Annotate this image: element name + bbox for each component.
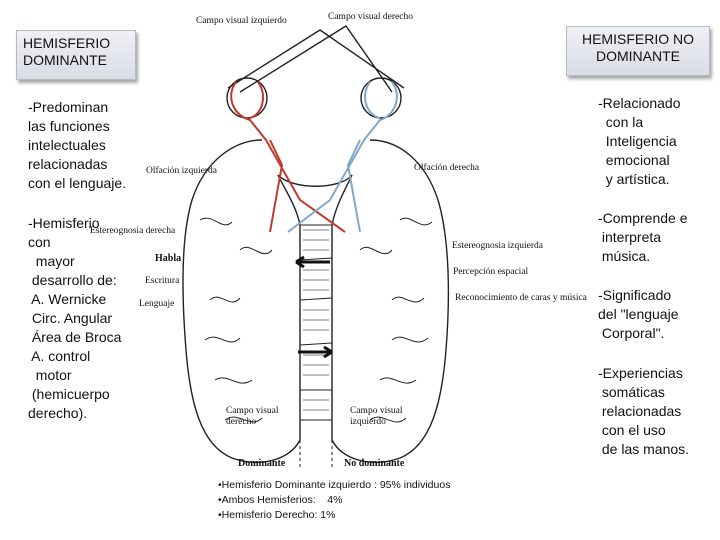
right-text-body-language: -Significado del "lenguaje Corporal". <box>598 287 679 341</box>
label-right-visual-field-bottom: Campo visual derecho <box>226 406 279 427</box>
right-text-emotional: -Relacionado con la Inteligencia emocion… <box>598 95 681 187</box>
stat-right-dominant: •Hemisferio Derecho: 1% <box>218 509 336 521</box>
label-left-visual-field-bottom: Campo visual izquierdo <box>350 406 403 427</box>
arrow-left-icon <box>295 255 330 269</box>
left-text-functions: -Predominan las funciones intelectuales … <box>28 99 127 191</box>
label-right-olfaction: Olfación derecha <box>414 163 480 173</box>
right-visual-pathway <box>287 81 398 233</box>
label-face-music-recognition: Reconocimiento de caras y música <box>455 293 587 303</box>
stat-left-dominant: •Hemisferio Dominante izquierdo : 95% in… <box>218 479 451 491</box>
label-non-dominant: No dominante <box>344 458 405 469</box>
left-hemisphere-outline <box>182 139 301 464</box>
label-left-olfaction: Olfación izquierda <box>146 166 217 176</box>
right-text-music: -Comprende e interpreta música. <box>598 210 688 264</box>
label-left-stereognosia: Estereognosia izquierda <box>452 241 544 251</box>
right-text-somatic: -Experiencias somáticas relacionadas con… <box>598 365 690 457</box>
label-right-visual-field: Campo visual derecho <box>328 12 413 22</box>
non-dominant-hemisphere-title: HEMISFERIO NO DOMINANTE <box>566 26 710 76</box>
label-dominant: Dominante <box>238 458 286 469</box>
label-right-stereognosia: Estereognosia derecha <box>90 226 176 236</box>
label-spatial-perception: Percepción espacial <box>453 267 529 277</box>
left-eye <box>226 77 268 119</box>
label-writing: Escritura <box>145 276 180 286</box>
arrow-right-icon <box>298 345 333 359</box>
dominance-statistics: •Hemisferio Dominante izquierdo : 95% in… <box>218 478 450 523</box>
left-text-development: -Hemisferio con mayor desarrollo de: A. … <box>28 215 122 421</box>
label-left-visual-field: Campo visual izquierdo <box>196 16 287 26</box>
right-hemisphere-outline <box>331 139 450 464</box>
stat-both: •Ambos Hemisferios: 4% <box>218 494 343 506</box>
right-eye <box>360 77 402 119</box>
left-visual-pathway <box>230 81 346 233</box>
label-language: Lenguaje <box>139 299 175 309</box>
dominant-hemisphere-title: HEMISFERIO DOMINANTE <box>16 30 136 80</box>
label-speech: Habla <box>155 253 182 264</box>
